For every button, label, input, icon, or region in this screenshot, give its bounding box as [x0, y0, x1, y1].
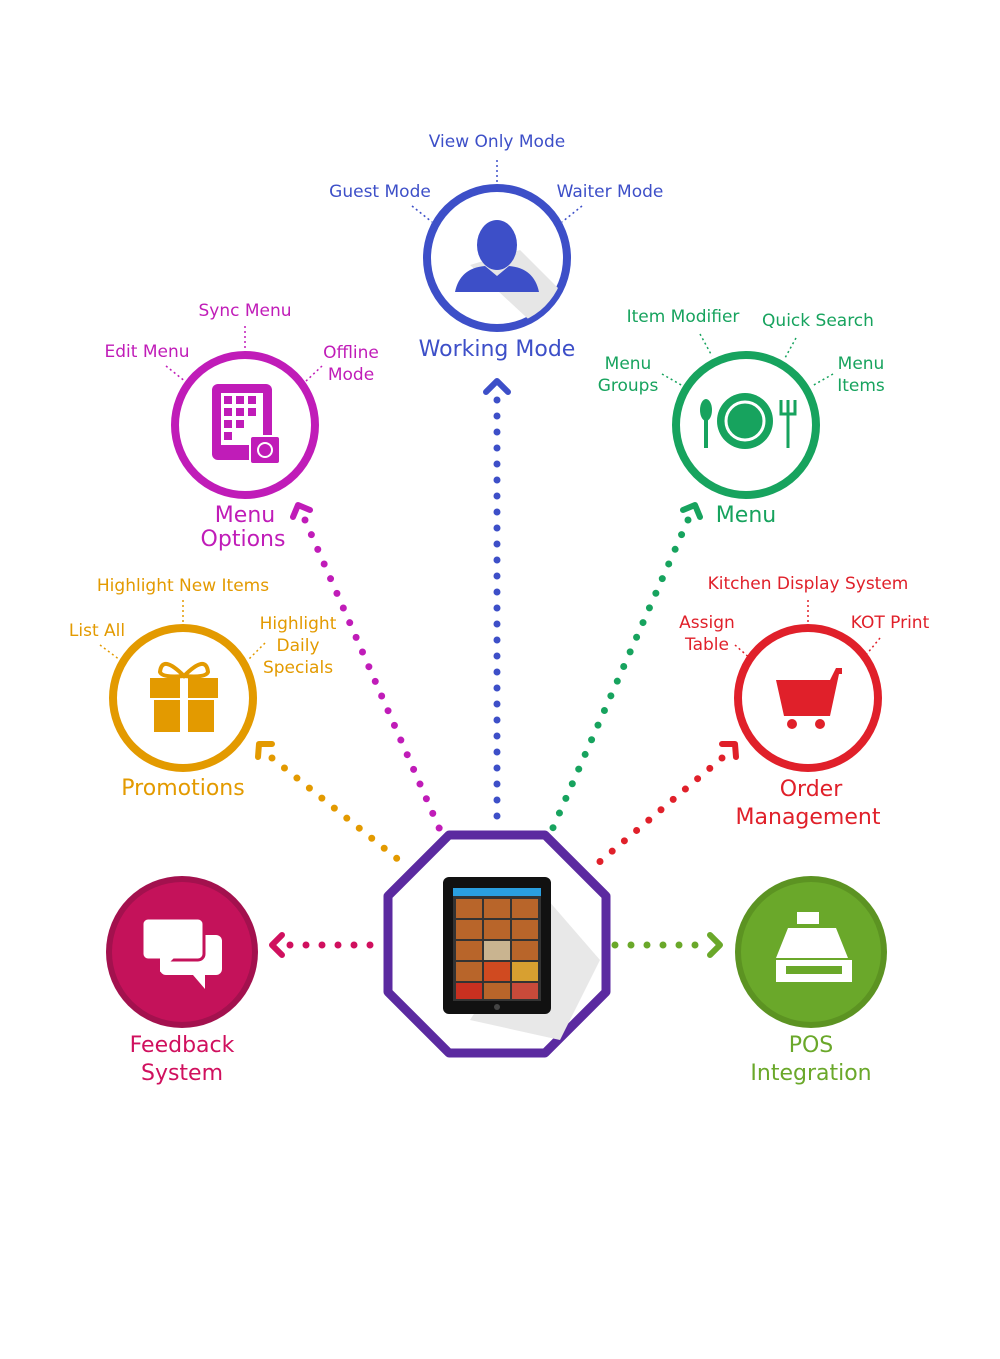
- menu-circle: [672, 351, 820, 499]
- plate-cutlery-icon: [700, 393, 797, 449]
- feedback-circle: [106, 876, 258, 1028]
- arrow-right-icon: [707, 932, 723, 958]
- label-waiter-mode: Waiter Mode: [556, 182, 664, 202]
- label-offline: Offline: [323, 343, 379, 363]
- cash-register-icon: [776, 912, 852, 982]
- label-assign: Assign: [679, 613, 735, 633]
- arrow-icon: [290, 502, 313, 520]
- label-edit-menu: Edit Menu: [104, 342, 190, 362]
- arrow-icon: [680, 502, 703, 520]
- chat-bubbles-icon: [140, 916, 222, 989]
- label-table: Table: [685, 635, 729, 655]
- label-menu-groups-2: Groups: [597, 376, 659, 396]
- promotions-circle: [109, 624, 257, 772]
- label-highlight: Highlight: [259, 614, 337, 634]
- label-view-only-mode: View Only Mode: [428, 132, 566, 152]
- label-menu-groups-1: Menu: [604, 354, 652, 374]
- title-feedback-2: System: [140, 1061, 224, 1086]
- pos-circle: [735, 876, 887, 1028]
- title-menu-options-1: Menu: [214, 503, 276, 528]
- center-octagon: [383, 830, 611, 1058]
- title-order-1: Order: [779, 777, 843, 802]
- user-icon: [455, 220, 539, 292]
- title-working-mode: Working Mode: [418, 337, 576, 362]
- label-mode: Mode: [327, 365, 375, 385]
- label-specials: Specials: [262, 658, 334, 678]
- label-guest-mode: Guest Mode: [329, 182, 431, 202]
- label-highlight-new-items: Highlight New Items: [96, 576, 270, 596]
- label-item-modifier: Item Modifier: [626, 307, 740, 327]
- title-order-2: Management: [735, 805, 881, 830]
- gift-icon: [150, 662, 218, 732]
- order-management-circle: [734, 624, 882, 772]
- label-menu-items-2: Items: [837, 376, 885, 396]
- sync-icon: [249, 435, 281, 465]
- label-kitchen-display: Kitchen Display System: [707, 574, 909, 594]
- connector-promotions: [268, 754, 409, 869]
- menu-options-circle: [171, 351, 319, 499]
- title-pos-1: POS: [788, 1033, 834, 1058]
- label-quick-search: Quick Search: [762, 311, 874, 331]
- title-feedback-1: Feedback: [129, 1033, 235, 1058]
- arrow-up-icon: [483, 378, 511, 395]
- label-daily: Daily: [276, 636, 320, 656]
- connector-menu: [548, 516, 692, 834]
- label-menu-items-1: Menu: [837, 354, 885, 374]
- arrow-icon: [255, 741, 275, 760]
- arrow-left-icon: [269, 932, 285, 958]
- label-kot-print: KOT Print: [850, 613, 930, 633]
- working-mode-circle: [423, 184, 571, 332]
- tablet-device-icon: [443, 877, 551, 1014]
- title-menu: Menu: [715, 503, 777, 528]
- arrow-icon: [719, 741, 739, 760]
- shopping-cart-icon: [776, 668, 842, 729]
- label-list-all: List All: [68, 621, 126, 641]
- title-promotions: Promotions: [121, 776, 245, 801]
- connector-order: [586, 754, 726, 874]
- title-pos-2: Integration: [750, 1061, 872, 1086]
- title-menu-options-2: Options: [200, 527, 286, 552]
- label-sync-menu: Sync Menu: [198, 301, 292, 321]
